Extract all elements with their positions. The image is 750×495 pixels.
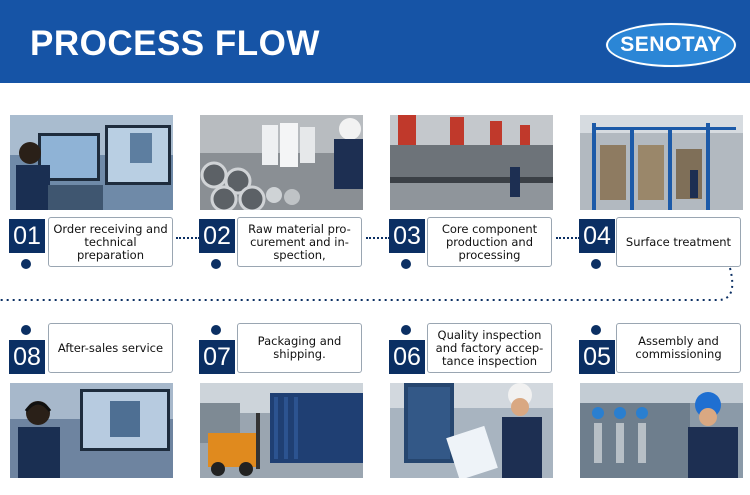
step-dot <box>211 325 221 335</box>
step-label-box-02: Raw material pro-curement and in-spectio… <box>237 217 362 267</box>
photo-packaging-shipping <box>200 383 363 478</box>
step-dot <box>211 259 221 269</box>
step-dot <box>21 259 31 269</box>
header-banner: PROCESS FLOW SENOTAY <box>0 0 750 83</box>
step-label-box-07: Packaging and shipping. <box>237 323 362 373</box>
brand-logo-text: SENOTAY <box>620 33 722 56</box>
step-dot <box>401 325 411 335</box>
step-number-07: 07 <box>199 340 235 374</box>
step-number-04: 04 <box>579 219 615 253</box>
step-dot <box>401 259 411 269</box>
step-label-box-08: After-sales service <box>48 323 173 373</box>
photo-order-receiving <box>10 115 173 210</box>
connector-line <box>556 237 580 239</box>
connector-line <box>176 237 200 239</box>
photo-raw-material <box>200 115 363 210</box>
step-label-box-01: Order receiving and technical preparatio… <box>48 217 173 267</box>
photo-assembly <box>580 383 743 478</box>
step-number-02: 02 <box>199 219 235 253</box>
photo-after-sales <box>10 383 173 478</box>
step-label-box-03: Core component production and processing <box>427 217 552 267</box>
photo-core-component <box>390 115 553 210</box>
step-dot <box>591 259 601 269</box>
step-number-08: 08 <box>9 340 45 374</box>
brand-logo: SENOTAY <box>606 23 736 67</box>
photo-surface-treatment <box>580 115 743 210</box>
photo-quality-inspection <box>390 383 553 478</box>
step-number-03: 03 <box>389 219 425 253</box>
step-number-06: 06 <box>389 340 425 374</box>
step-dot <box>591 325 601 335</box>
step-number-05: 05 <box>579 340 615 374</box>
step-label-box-06: Quality inspection and factory accep-tan… <box>427 323 552 373</box>
step-dot <box>21 325 31 335</box>
step-label-box-04: Surface treatment <box>616 217 741 267</box>
page-title: PROCESS FLOW <box>30 24 320 63</box>
step-label-box-05: Assembly and commissioning <box>616 323 741 373</box>
connector-line <box>366 237 390 239</box>
step-number-01: 01 <box>9 219 45 253</box>
